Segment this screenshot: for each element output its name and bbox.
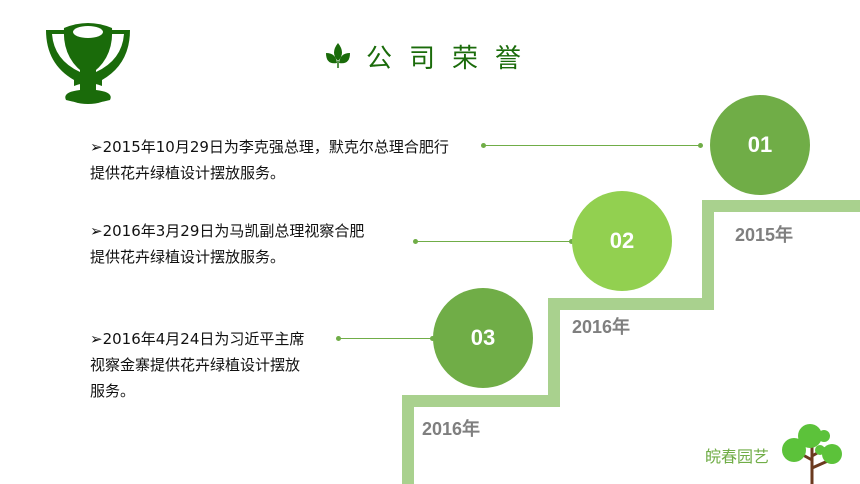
honor-text-3: ➢2016年4月24日为习近平主席 视察金寨提供花卉绿植设计摆放 服务。 [90, 326, 304, 404]
year-label-2: 2016年 [572, 317, 631, 337]
milestone-circle-2: 02 [572, 191, 672, 291]
text-line: ➢2016年3月29日为马凯副总理视察合肥 [90, 222, 365, 240]
text-line: 视察金寨提供花卉绿植设计摆放 [90, 356, 301, 374]
connector-line-1 [481, 143, 703, 148]
connector-line-3 [336, 336, 435, 341]
trophy-icon [46, 23, 130, 104]
connector-line-2 [413, 239, 574, 244]
honor-text-1: ➢2015年10月29日为李克强总理，默克尔总理合肥行 提供花卉绿植设计摆放服务… [90, 134, 449, 186]
tree-icon [782, 424, 842, 484]
text-line: 服务。 [90, 382, 136, 400]
honor-text-2: ➢2016年3月29日为马凯副总理视察合肥 提供花卉绿植设计摆放服务。 [90, 218, 364, 270]
leaf-icon [326, 43, 350, 68]
text-line: 提供花卉绿植设计摆放服务。 [90, 248, 286, 266]
page-title: 公司荣誉 [366, 44, 539, 74]
year-label-3: 2016年 [422, 419, 481, 439]
milestone-circle-3: 03 [433, 288, 533, 388]
text-line: ➢2016年4月24日为习近平主席 [90, 330, 305, 348]
text-line: ➢2015年10月29日为李克强总理，默克尔总理合肥行 [90, 138, 449, 156]
text-line: 提供花卉绿植设计摆放服务。 [90, 164, 286, 182]
brand-name: 皖春园艺 [705, 447, 770, 466]
milestone-circle-1: 01 [710, 95, 810, 195]
year-label-1: 2015年 [735, 225, 794, 245]
